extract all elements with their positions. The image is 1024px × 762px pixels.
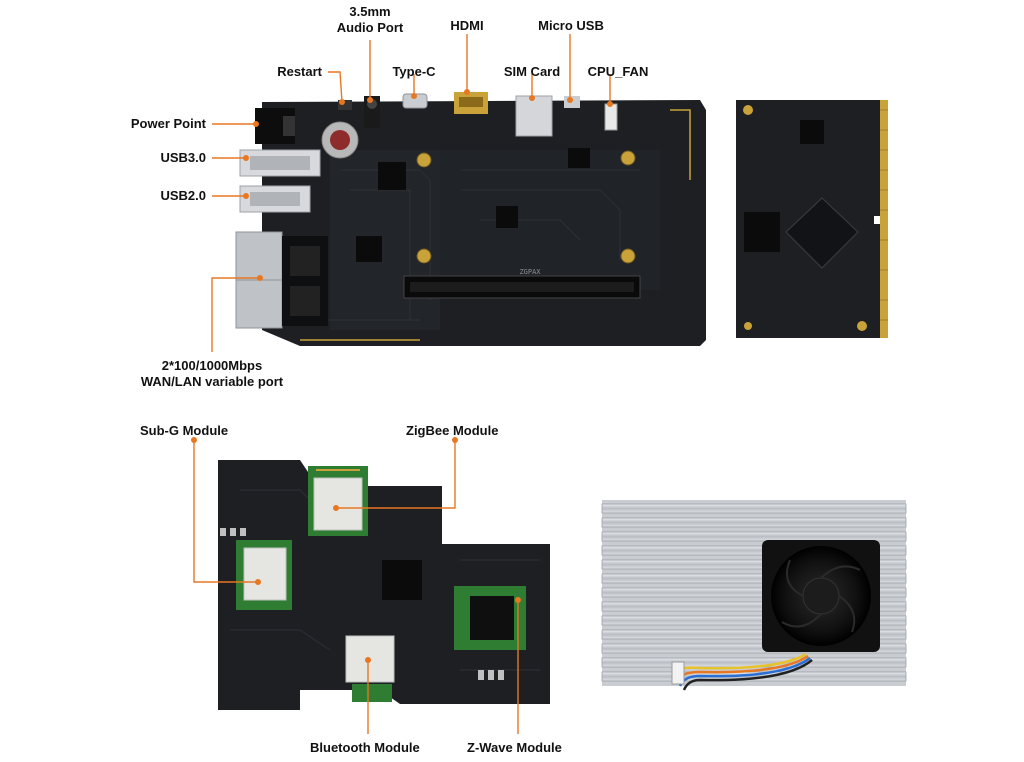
label-type-c: Type-C xyxy=(392,64,436,79)
label-cpu-fan: CPU_FAN xyxy=(587,64,649,79)
label-zigbee: ZigBee Module xyxy=(406,423,499,438)
label-micro-usb: Micro USB xyxy=(538,18,604,33)
label-wan-lan: 2*100/1000Mbps WAN/LAN variable port xyxy=(140,358,284,389)
label-restart: Restart xyxy=(277,64,322,79)
label-zwave: Z-Wave Module xyxy=(467,740,562,755)
label-audio-port: 3.5mm Audio Port xyxy=(336,4,404,35)
expansion-board xyxy=(218,460,550,710)
label-usb2: USB2.0 xyxy=(160,188,206,203)
heatsink-fan xyxy=(601,500,907,691)
ram-slot-silkscreen: ZGPAX xyxy=(519,268,541,276)
label-usb3: USB3.0 xyxy=(160,150,206,165)
core-module xyxy=(736,100,888,338)
label-hdmi: HDMI xyxy=(450,18,484,33)
label-bluetooth: Bluetooth Module xyxy=(310,740,420,755)
main-board: ZGPAX xyxy=(235,92,706,346)
label-power-point: Power Point xyxy=(130,116,206,131)
label-sub-g: Sub-G Module xyxy=(140,423,229,438)
leader-dots xyxy=(191,89,613,663)
label-sim-card: SIM Card xyxy=(503,64,561,79)
leader-lines xyxy=(193,34,611,734)
